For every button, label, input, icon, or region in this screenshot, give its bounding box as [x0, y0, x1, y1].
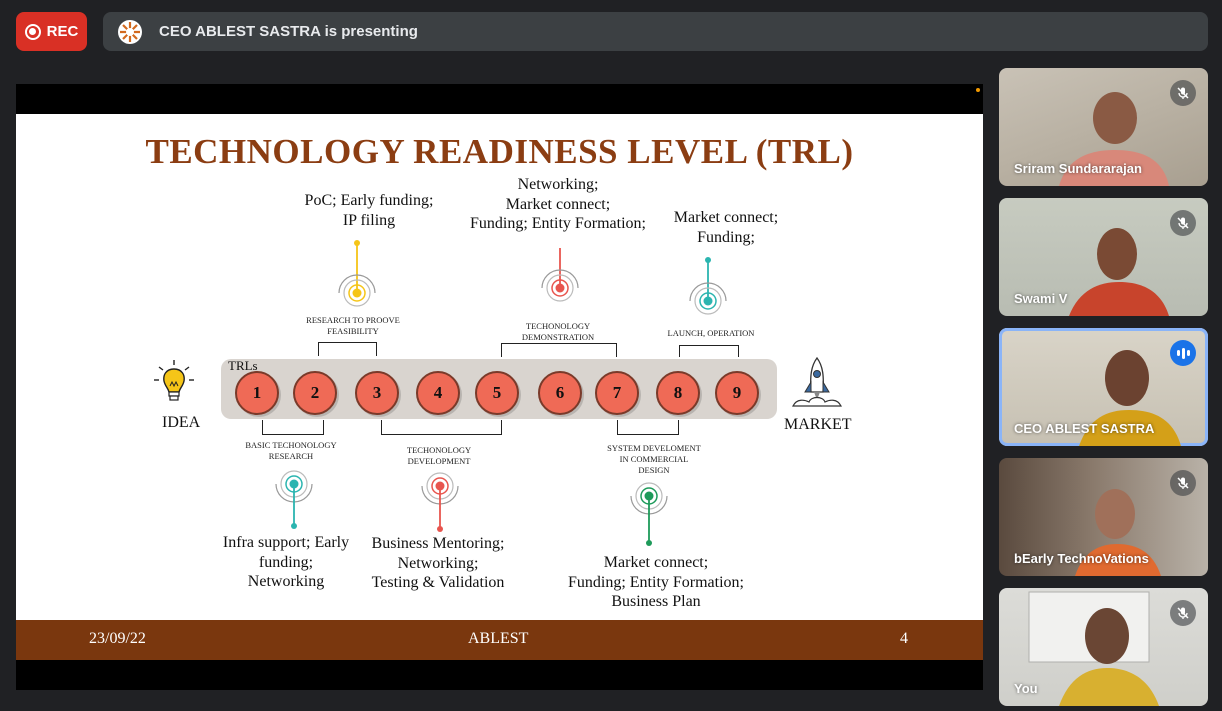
trls-label: TRLs [228, 358, 258, 373]
bottom-caption-2: TECHONOLOGY DEVELOPMENT [406, 445, 472, 466]
footer-date: 23/09/22 [89, 630, 146, 647]
bracket-top-3 [679, 345, 739, 357]
participant-tile[interactable]: bEarly TechnoVations [999, 458, 1208, 576]
participant-video [1069, 228, 1169, 316]
mic-off-icon [1170, 600, 1196, 626]
participant-name: You [1014, 681, 1038, 696]
speaking-indicator-icon [1170, 340, 1196, 366]
bottom-note-3: Market connect; Funding; Entity Formatio… [567, 554, 744, 610]
target-icon-teal-bottom [275, 470, 313, 529]
bottom-caption-1: BASIC TECHONOLOGY RESEARCH [245, 440, 337, 461]
trl-level-4: 4 [416, 371, 460, 415]
slide-title: TECHNOLOGY READINESS LEVEL (TRL) [145, 132, 854, 171]
bracket-top-1 [318, 342, 377, 356]
participant-name: CEO ABLEST SASTRA [1014, 421, 1155, 436]
participant-tile[interactable]: Sriram Sundararajan [999, 68, 1208, 186]
presentation-stage: TECHNOLOGY READINESS LEVEL (TRL) PoC; Ea… [16, 84, 983, 690]
trl-level-5: 5 [475, 371, 519, 415]
bracket-bottom-2 [381, 420, 502, 435]
footer-page-number: 4 [900, 630, 908, 647]
target-icon-yellow [338, 240, 376, 307]
bracket-bottom-1 [262, 420, 324, 435]
trl-level-6: 6 [538, 371, 582, 415]
target-icon-red [541, 248, 579, 302]
recording-label: REC [46, 23, 79, 40]
trl-level-8: 8 [656, 371, 700, 415]
trl-level-7: 7 [595, 371, 639, 415]
lightbulb-icon [154, 360, 194, 401]
mic-off-icon [1170, 470, 1196, 496]
top-caption-1: RESEARCH TO PROOVE FEASIBILITY [306, 315, 400, 336]
target-icon-red-bottom [421, 472, 459, 532]
pointer-dot [976, 88, 980, 92]
participant-name: bEarly TechnoVations [1014, 551, 1149, 566]
bracket-top-2 [501, 343, 617, 357]
bottom-note-2: Business Mentoring; Networking; Testing … [371, 535, 505, 591]
bottom-note-1: Infra support; Early funding; Networking [222, 534, 350, 590]
bottom-caption-3: SYSTEM DEVELOMENT IN COMMERCIAL DESIGN [607, 443, 701, 475]
participant-name: Swami V [1014, 291, 1068, 306]
bracket-bottom-3 [617, 420, 679, 435]
top-caption-3: LAUNCH, OPERATION [667, 328, 755, 338]
mic-off-icon [1170, 210, 1196, 236]
participant-tile[interactable]: You [999, 588, 1208, 706]
recording-badge[interactable]: REC [16, 12, 87, 51]
mic-off-icon [1170, 80, 1196, 106]
footer-org: ABLEST [468, 630, 529, 647]
top-note-1: PoC; Early funding; IP filing [304, 192, 434, 229]
trl-level-2: 2 [293, 371, 337, 415]
presenting-banner: CEO ABLEST SASTRA is presenting [103, 12, 1208, 51]
top-caption-2: TECHONOLOGY DEMONSTRATION [521, 321, 595, 342]
rocket-icon [792, 356, 842, 407]
participant-video [1028, 591, 1159, 706]
participant-video [1059, 92, 1169, 186]
participant-video [1075, 489, 1161, 576]
target-icon-teal [689, 257, 727, 315]
trl-level-3: 3 [355, 371, 399, 415]
slide-footer: 23/09/22 ABLEST 4 [16, 620, 983, 660]
trl-level-1: 1 [235, 371, 279, 415]
record-icon [24, 23, 41, 40]
participant-video [1079, 350, 1181, 446]
presenting-text: CEO ABLEST SASTRA is presenting [159, 23, 418, 40]
idea-label: IDEA [162, 414, 201, 431]
target-icon-green-bottom [630, 482, 668, 546]
top-note-3: Market connect; Funding; [673, 209, 779, 246]
meeting-top-bar: REC CEO ABLEST SASTRA is presenting [0, 0, 1222, 64]
top-note-2: Networking; Market connect; Funding; Ent… [469, 176, 646, 232]
participant-name: Sriram Sundararajan [1014, 161, 1142, 176]
market-label: MARKET [784, 416, 852, 433]
presenter-logo-icon [118, 19, 142, 44]
participant-tile[interactable]: Swami V [999, 198, 1208, 316]
trl-level-9: 9 [715, 371, 759, 415]
slide: TECHNOLOGY READINESS LEVEL (TRL) PoC; Ea… [16, 114, 983, 660]
participant-tile-active[interactable]: CEO ABLEST SASTRA [999, 328, 1208, 446]
